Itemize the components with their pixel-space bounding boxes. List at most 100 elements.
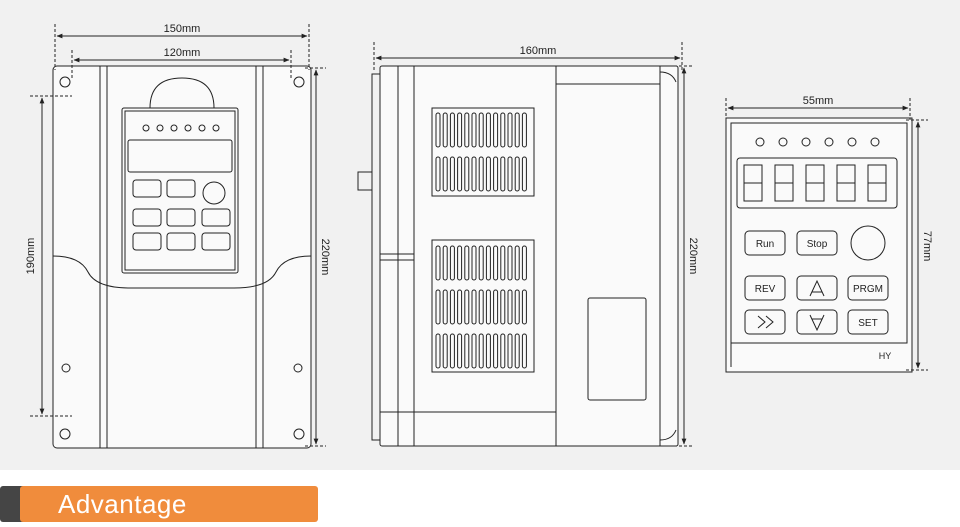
vent-slot	[500, 112, 506, 148]
vent-slot	[478, 333, 484, 369]
vent-slot	[507, 245, 513, 281]
vent-slot	[464, 333, 470, 369]
down-arrow-icon	[809, 314, 825, 332]
vent-slot	[471, 156, 477, 192]
front-inner-height-label: 190mm	[25, 238, 37, 275]
vent-slot	[507, 112, 513, 148]
display-digit	[774, 164, 794, 202]
brand-label: HY	[879, 351, 892, 361]
vent-slot	[507, 289, 513, 325]
vent-slot	[507, 333, 513, 369]
up-arrow-icon	[809, 279, 825, 297]
vent-slot	[464, 289, 470, 325]
vent-slot	[500, 245, 506, 281]
vent-slot	[471, 112, 477, 148]
vent-slot	[435, 333, 441, 369]
vent-slot	[442, 333, 448, 369]
vent-slot	[485, 333, 491, 369]
vent-slot	[435, 289, 441, 325]
vent-slot	[485, 112, 491, 148]
dimension-drawing-svg: 150mm 120mm 190mm 220mm 160mm 220mm	[25, 23, 933, 449]
seven-segment-display	[743, 164, 887, 202]
vent-slot	[485, 245, 491, 281]
vent-slot	[478, 112, 484, 148]
keypad-panel	[725, 117, 913, 373]
vent-slot	[449, 112, 455, 148]
prgm-button-label: PRGM	[853, 284, 883, 295]
run-button-label: Run	[756, 239, 774, 250]
vent-slot	[442, 289, 448, 325]
vent-slot	[485, 156, 491, 192]
display-digit	[805, 164, 825, 202]
front-view	[52, 65, 312, 449]
panel-dimension-lines	[725, 98, 928, 371]
vent-slot	[449, 289, 455, 325]
vent-slot	[464, 112, 470, 148]
display-digit	[743, 164, 763, 202]
vent-slot	[493, 333, 499, 369]
display-digit	[836, 164, 856, 202]
front-outer-width-label: 150mm	[164, 23, 201, 35]
vent-slot	[478, 289, 484, 325]
vent-slot	[493, 289, 499, 325]
banner-title: Advantage	[58, 488, 187, 519]
vent-slot	[493, 112, 499, 148]
panel-height-label: 77mm	[921, 231, 933, 262]
vent-slot	[464, 245, 470, 281]
side-dimension-lines	[373, 42, 694, 447]
front-dimension-lines	[30, 24, 326, 447]
stop-button-label: Stop	[807, 239, 828, 250]
side-depth-label: 160mm	[520, 45, 557, 57]
front-inner-width-label: 120mm	[164, 47, 201, 59]
vent-slot	[500, 289, 506, 325]
vent-slot	[457, 333, 463, 369]
vent-slot	[521, 156, 527, 192]
vent-slot	[449, 245, 455, 281]
vent-slot	[457, 289, 463, 325]
vent-slot	[457, 156, 463, 192]
vent-slot	[485, 289, 491, 325]
vent-slot	[521, 245, 527, 281]
technical-drawing: 150mm 120mm 190mm 220mm 160mm 220mm	[0, 0, 960, 470]
vent-slot	[521, 333, 527, 369]
vent-slot	[471, 245, 477, 281]
vent-slot	[521, 289, 527, 325]
panel-width-label: 55mm	[803, 95, 834, 107]
side-vents	[435, 112, 527, 369]
set-button-label: SET	[858, 318, 877, 329]
vent-slot	[478, 245, 484, 281]
side-view	[357, 65, 679, 447]
section-banner: Advantage	[0, 486, 318, 522]
display-digit	[867, 164, 887, 202]
banner-orange-bar: Advantage	[20, 486, 318, 522]
rev-button-label: REV	[755, 284, 776, 295]
vent-slot	[442, 245, 448, 281]
vent-slot	[500, 156, 506, 192]
vent-slot	[514, 156, 520, 192]
vent-slot	[435, 156, 441, 192]
vent-slot	[514, 112, 520, 148]
vent-slot	[442, 112, 448, 148]
vent-slot	[471, 289, 477, 325]
shift-double-chevron-icon	[757, 315, 774, 329]
vent-slot	[435, 112, 441, 148]
vent-slot	[435, 245, 441, 281]
vent-slot	[449, 333, 455, 369]
vent-slot	[514, 289, 520, 325]
vent-slot	[514, 245, 520, 281]
vent-slot	[514, 333, 520, 369]
vent-slot	[449, 156, 455, 192]
vent-slot	[442, 156, 448, 192]
vent-slot	[507, 156, 513, 192]
vent-slot	[464, 156, 470, 192]
front-outer-height-label: 220mm	[319, 239, 331, 276]
vent-slot	[500, 333, 506, 369]
vent-slot	[521, 112, 527, 148]
vent-slot	[457, 112, 463, 148]
vent-slot	[478, 156, 484, 192]
side-height-label: 220mm	[687, 238, 699, 275]
vent-slot	[493, 156, 499, 192]
vent-slot	[457, 245, 463, 281]
vent-slot	[493, 245, 499, 281]
vent-slot	[471, 333, 477, 369]
